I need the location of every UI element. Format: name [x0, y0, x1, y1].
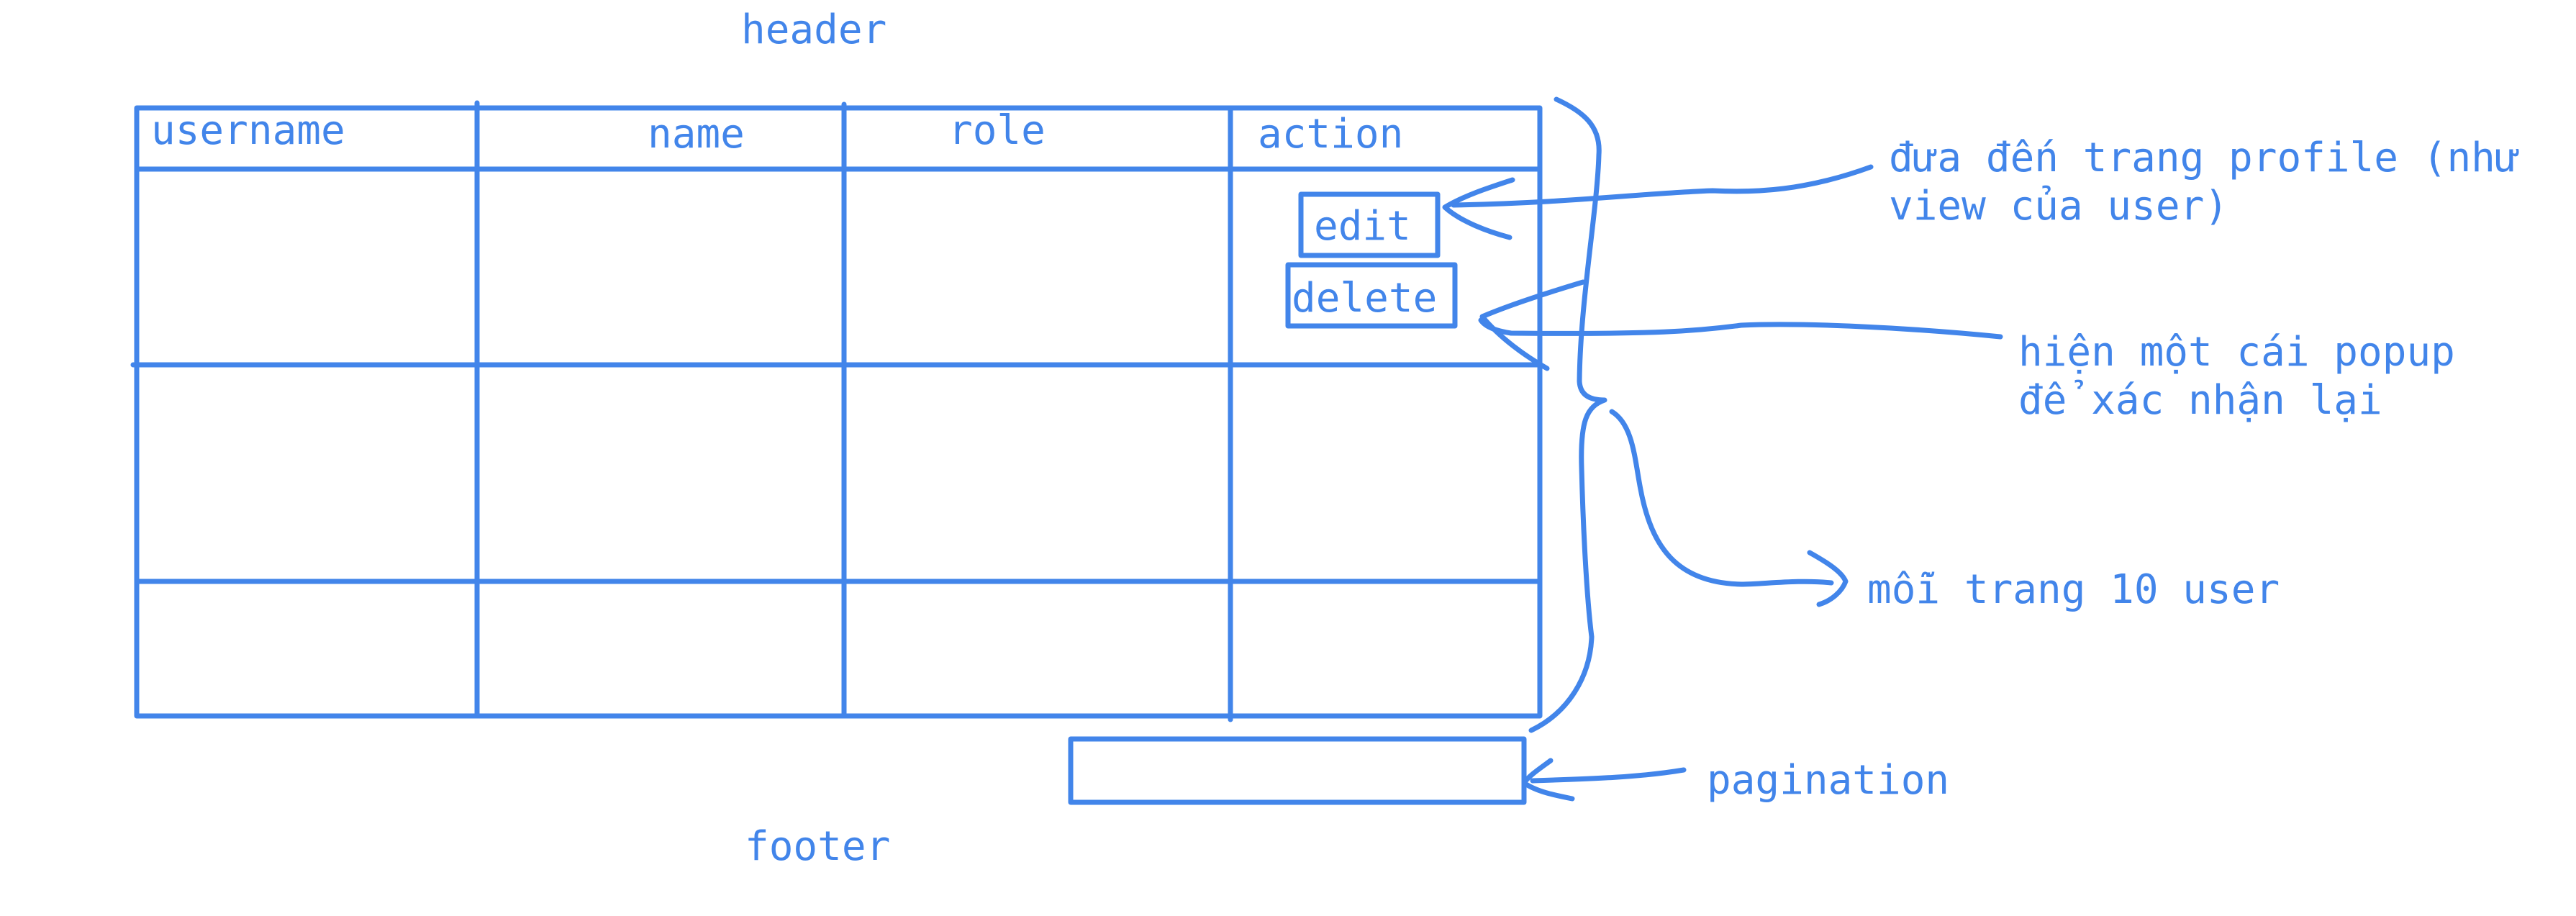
column-header-username: username	[151, 107, 345, 154]
edit-button-label: edit	[1314, 203, 1411, 250]
delete-arrowhead	[1479, 279, 1586, 371]
page-size-arrow	[1609, 409, 1834, 587]
pagination-arrowhead	[1521, 758, 1575, 802]
column-header-name: name	[648, 111, 745, 158]
edit-annotation-line-1: đưa đến trang profile (như	[1889, 135, 2520, 181]
pagination-annotation: pagination	[1707, 757, 1949, 804]
page-size-arrowhead	[1807, 550, 1849, 607]
edit-arrow	[1451, 164, 1874, 208]
delete-button-outline	[1285, 262, 1458, 329]
delete-annotation-line-2: để xác nhận lại	[2018, 377, 2382, 424]
page-size-annotation: mỗi trang 10 user	[1867, 566, 2280, 613]
edit-arrowhead	[1442, 177, 1515, 240]
pagination-arrow	[1530, 767, 1687, 784]
delete-arrow	[1478, 317, 2003, 340]
delete-button-label: delete	[1292, 275, 1437, 322]
footer-label: footer	[745, 823, 890, 870]
delete-annotation-line-1: hiện một cái popup	[2018, 329, 2455, 376]
pagination-box	[1068, 736, 1527, 805]
edit-annotation-line-2: view của user)	[1889, 183, 2228, 230]
table-brace	[1528, 96, 1607, 733]
edit-button-outline	[1298, 191, 1441, 258]
column-header-action: action	[1258, 111, 1403, 158]
header-label: header	[741, 6, 886, 53]
column-header-role: role	[948, 107, 1046, 154]
table-outline	[134, 105, 1543, 719]
